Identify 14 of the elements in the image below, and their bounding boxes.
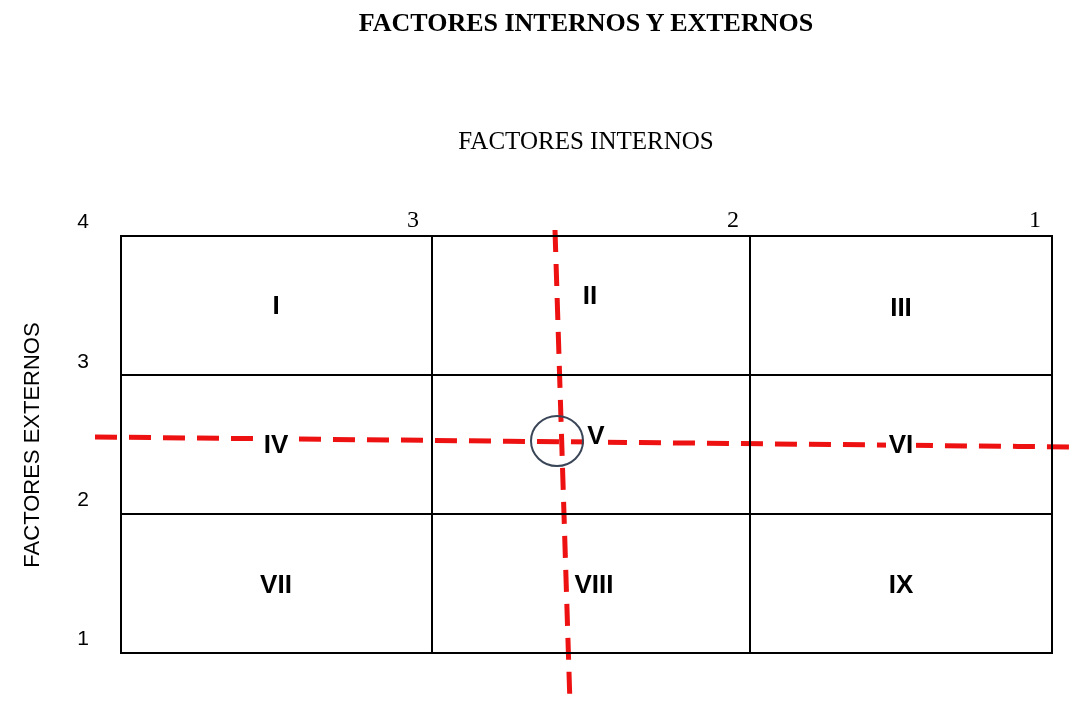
axis-title: FACTORES INTERNOS: [458, 127, 714, 153]
axis-tick-label: 2: [727, 207, 739, 231]
matrix-cell: [749, 235, 1053, 376]
matrix-cell: [120, 235, 433, 376]
diagram-title: FACTORES INTERNOS Y EXTERNOS: [357, 8, 815, 38]
axis-title: FACTORES EXTERNOS: [21, 322, 43, 568]
axis-tick-label: 4: [77, 209, 89, 231]
axis-tick-label: 3: [407, 207, 419, 231]
axis-tick-label: 1: [77, 626, 89, 648]
axis-tick-label: 2: [77, 487, 89, 509]
matrix-cell: [749, 513, 1053, 654]
matrix-cell: [120, 513, 433, 654]
axis-tick-label: 3: [77, 349, 89, 371]
axis-tick-label: 1: [1029, 207, 1041, 231]
